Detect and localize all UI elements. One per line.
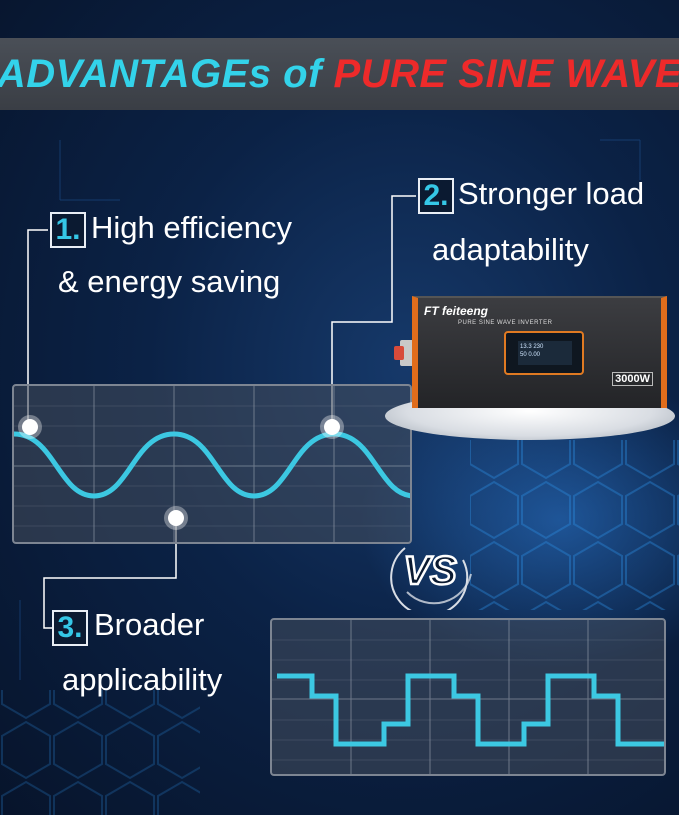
- lcd-line2: 50 0.00: [520, 352, 541, 358]
- vs-label: VS: [403, 549, 457, 593]
- feature-2-line2: adaptability: [432, 232, 589, 267]
- versus-badge: VS: [390, 547, 472, 610]
- inverter-brand: FT feiteeng: [424, 304, 489, 318]
- feature-3-line1: Broader: [94, 607, 205, 642]
- feature-1-number: 1.: [50, 212, 86, 248]
- square-wave-graph: [272, 620, 664, 774]
- sine-wave-graph: [14, 386, 410, 542]
- feature-2-number: 2.: [418, 178, 454, 214]
- sine-wave-panel: [12, 384, 412, 544]
- feature-3-marker-dot: [168, 510, 184, 526]
- feature-2-line1: Stronger load: [458, 176, 645, 211]
- feature-1-line2: & energy saving: [58, 264, 281, 299]
- feature-2-marker-dot: [324, 419, 340, 435]
- inverter-subtitle: PURE SINE WAVE INVERTER: [458, 320, 553, 326]
- inverter-product-image: FT feiteeng PURE SINE WAVE INVERTER 13.3…: [412, 296, 667, 408]
- banner-title-part2: PURE SINE WAVE: [333, 51, 679, 96]
- inverter-terminal-cap: [394, 346, 404, 360]
- lcd-line1: 13.3 230: [520, 344, 544, 350]
- title-banner: ADVANTAGEs of PURE SINE WAVE: [0, 38, 679, 110]
- feature-1-marker-dot: [22, 419, 38, 435]
- feature-3-line2: applicability: [62, 662, 223, 697]
- feature-3-number: 3.: [52, 610, 88, 646]
- banner-title: ADVANTAGEs of PURE SINE WAVE: [0, 52, 679, 97]
- banner-title-part1: ADVANTAGEs of: [0, 51, 334, 96]
- inverter-display-panel: 13.3 230 50 0.00: [504, 331, 584, 375]
- sine-wave-line: [14, 431, 410, 499]
- inverter-wattage-label: 3000W: [612, 372, 653, 386]
- inverter-lcd: 13.3 230 50 0.00: [518, 341, 572, 365]
- square-wave-line: [277, 673, 664, 747]
- square-wave-panel: [270, 618, 666, 776]
- feature-1-line1: High efficiency: [91, 210, 293, 245]
